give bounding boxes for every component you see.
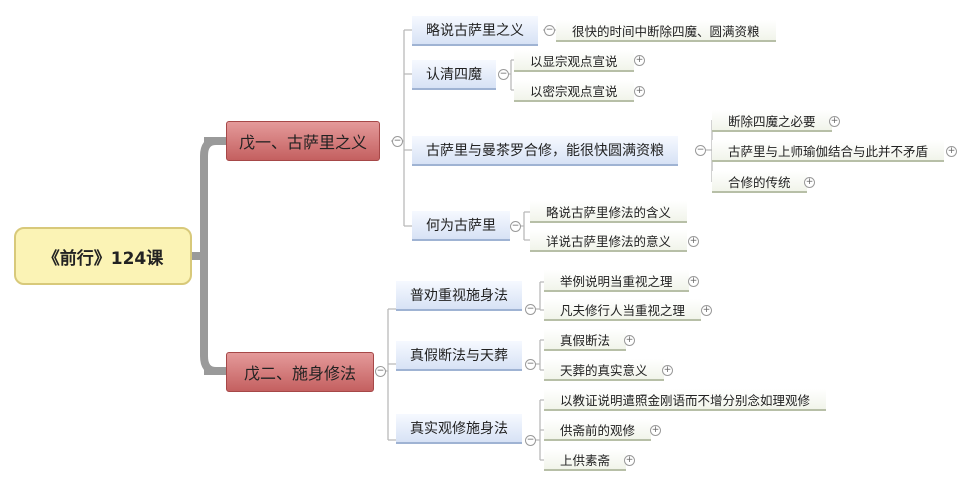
subtopic-node[interactable]: 合修的传统	[712, 171, 807, 193]
expand-icon[interactable]: +	[662, 365, 673, 376]
topic-node[interactable]: 何为古萨里	[412, 211, 510, 241]
expand-icon[interactable]: +	[634, 86, 645, 97]
expand-icon[interactable]: +	[701, 305, 712, 316]
expand-icon[interactable]: +	[688, 276, 699, 287]
section-node-2[interactable]: 戊二、施身修法	[226, 352, 374, 392]
root-node[interactable]: 《前行》124课	[14, 227, 192, 285]
expand-icon[interactable]: +	[688, 236, 699, 247]
topic-node[interactable]: 普劝重视施身法	[396, 281, 522, 311]
collapse-icon[interactable]: −	[392, 136, 403, 147]
topic-node[interactable]: 略说古萨里之义	[412, 16, 538, 46]
subtopic-node[interactable]: 以密宗观点宣说	[514, 80, 634, 102]
collapse-icon[interactable]: −	[525, 304, 536, 315]
subtopic-node[interactable]: 略说古萨里修法的含义	[530, 201, 688, 223]
topic-node[interactable]: 真假断法与天葬	[396, 341, 522, 371]
subtopic-node[interactable]: 凡夫修行人当重视之理	[544, 299, 702, 321]
expand-icon[interactable]: +	[829, 116, 840, 127]
subtopic-node[interactable]: 真假断法	[544, 329, 627, 351]
topic-node[interactable]: 古萨里与曼茶罗合修，能很快圆满资粮	[412, 136, 678, 166]
subtopic-node[interactable]: 天葬的真实意义	[544, 359, 664, 381]
collapse-icon[interactable]: −	[498, 69, 509, 80]
subtopic-node[interactable]: 很快的时间中断除四魔、圆满资粮	[556, 20, 776, 42]
section-node-1[interactable]: 戊一、古萨里之义	[226, 121, 380, 161]
subtopic-node[interactable]: 古萨里与上师瑜伽结合与此并不矛盾	[712, 140, 945, 162]
expand-icon[interactable]: +	[650, 425, 661, 436]
collapse-icon[interactable]: −	[510, 221, 521, 232]
subtopic-node[interactable]: 以教证说明遣照金刚语而不增分别念如理观修	[544, 389, 827, 411]
collapse-icon[interactable]: −	[695, 145, 706, 156]
subtopic-node[interactable]: 以显宗观点宣说	[514, 50, 634, 72]
collapse-icon[interactable]: −	[525, 359, 536, 370]
subtopic-node[interactable]: 上供素斋	[544, 449, 627, 471]
collapse-icon[interactable]: −	[525, 435, 536, 446]
expand-icon[interactable]: +	[624, 455, 635, 466]
subtopic-node[interactable]: 举例说明当重视之理	[544, 270, 689, 292]
subtopic-node[interactable]: 供斋前的观修	[544, 419, 652, 441]
expand-icon[interactable]: +	[804, 177, 815, 188]
topic-node[interactable]: 认清四魔	[412, 60, 496, 90]
expand-icon[interactable]: +	[624, 335, 635, 346]
subtopic-node[interactable]: 详说古萨里修法的意义	[530, 230, 688, 252]
collapse-icon[interactable]: −	[544, 25, 555, 36]
expand-icon[interactable]: +	[634, 55, 645, 66]
subtopic-node[interactable]: 断除四魔之必要	[712, 110, 832, 132]
topic-node[interactable]: 真实观修施身法	[396, 414, 522, 444]
collapse-icon[interactable]: −	[375, 366, 386, 377]
expand-icon[interactable]: +	[946, 146, 957, 157]
